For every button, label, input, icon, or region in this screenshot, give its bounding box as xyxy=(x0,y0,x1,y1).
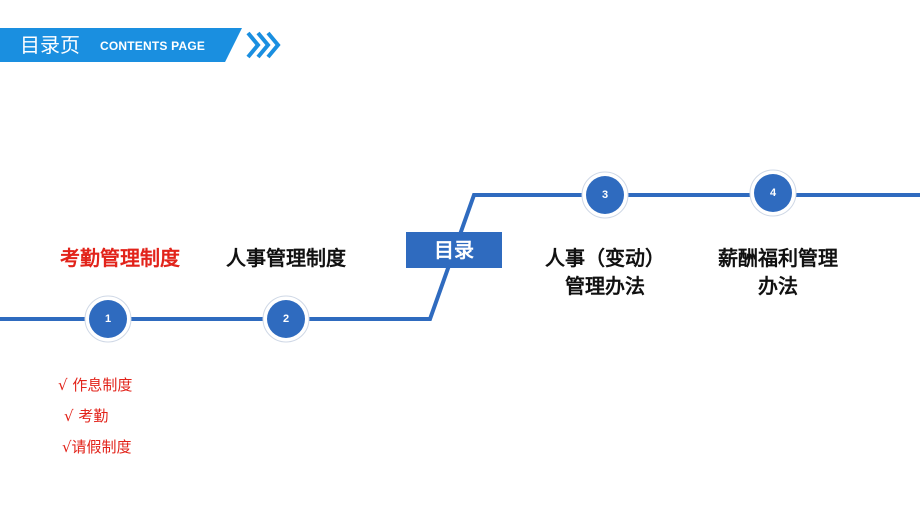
section-4-label-line1: 薪酬福利管理 xyxy=(718,246,838,270)
sub-item-attendance[interactable]: √ 考勤 xyxy=(64,407,109,425)
section-3-label[interactable]: 人事（变动） 管理办法 xyxy=(522,244,688,300)
section-2-label[interactable]: 人事管理制度 xyxy=(226,246,346,270)
section-3-label-line2: 管理办法 xyxy=(565,274,645,298)
node-2 xyxy=(262,295,310,343)
node-1 xyxy=(84,295,132,343)
node-3-number: 3 xyxy=(601,189,609,201)
node-4 xyxy=(749,169,797,217)
center-label: 目录 xyxy=(406,232,502,268)
header-bar xyxy=(0,28,242,62)
section-4-label[interactable]: 薪酬福利管理 办法 xyxy=(696,244,860,300)
node-1-number: 1 xyxy=(104,313,112,325)
sub-item-leave[interactable]: √请假制度 xyxy=(62,438,132,456)
chevron-right-icon xyxy=(246,31,281,59)
sub-item-rest-schedule[interactable]: √ 作息制度 xyxy=(58,376,133,394)
section-3-label-line1: 人事（变动） xyxy=(545,246,665,270)
node-2-number: 2 xyxy=(282,313,290,325)
page-title: 目录页 xyxy=(20,33,80,57)
node-4-number: 4 xyxy=(769,187,777,199)
section-1-label[interactable]: 考勤管理制度 xyxy=(60,246,180,270)
page-subtitle: CONTENTS PAGE xyxy=(100,39,206,53)
section-4-label-line2: 办法 xyxy=(758,274,798,298)
node-3 xyxy=(581,171,629,219)
